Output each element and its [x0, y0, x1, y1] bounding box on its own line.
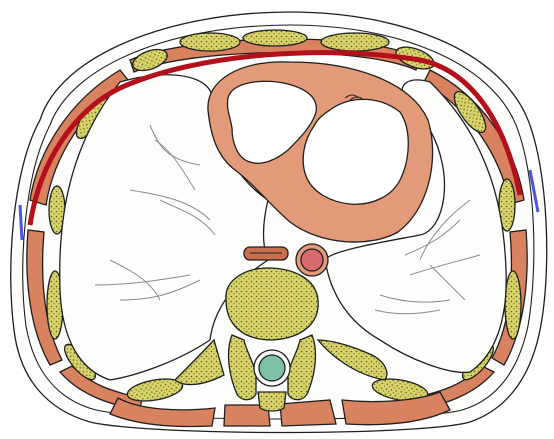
spinous-process — [258, 392, 286, 411]
rib — [180, 33, 240, 51]
rib — [321, 33, 389, 51]
left-blue-vein — [20, 205, 22, 240]
back-muscle — [280, 400, 336, 426]
vertebral-body — [226, 268, 318, 340]
spinal-cord — [259, 355, 285, 381]
rib — [243, 30, 307, 46]
rib — [505, 271, 521, 339]
aorta-lumen — [301, 249, 323, 271]
